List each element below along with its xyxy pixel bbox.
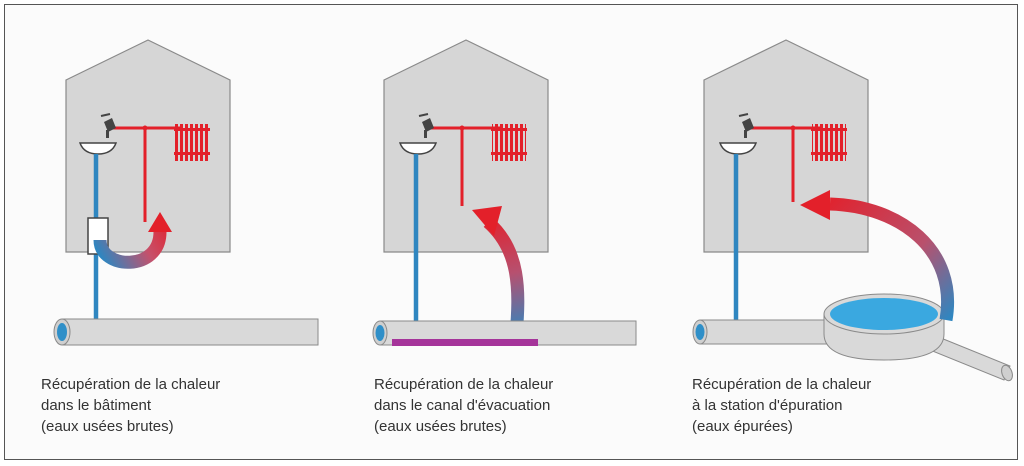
panel-sewer [372,39,637,346]
panel-building [53,39,319,346]
caption-line: dans le canal d'évacuation [374,397,551,414]
caption-line: dans le bâtiment [41,397,152,414]
caption-line: (eaux usées brutes) [374,418,507,435]
faucet-icon [738,113,754,138]
caption-building: Récupération de la chaleur dans le bâtim… [41,374,341,437]
caption-line: Récupération de la chaleur [41,376,221,393]
sewer-pipe-icon [53,318,319,346]
house-icon [65,39,231,253]
caption-line: (eaux usées brutes) [41,418,174,435]
sewer-pipe-icon [692,319,841,345]
caption-sewer: Récupération de la chaleur dans le canal… [374,374,674,437]
caption-treatment-plant: Récupération de la chaleur à la station … [692,374,992,437]
radiator-icon [491,124,527,161]
house-icon [383,39,549,253]
hot-water-pipe [430,126,500,206]
heat-flow-arrow-icon [829,197,954,322]
faucet-icon [100,113,116,138]
heat-flow-arrow-icon [93,231,167,269]
sewer-pipe-icon [372,320,637,346]
hot-water-pipe [750,126,820,202]
radiator-icon [811,124,847,161]
caption-line: à la station d'épuration [692,397,843,414]
caption-line: Récupération de la chaleur [692,376,872,393]
faucet-icon [418,113,434,138]
radiator-icon [174,124,210,161]
caption-line: (eaux épurées) [692,418,793,435]
treatment-basin-icon [823,293,945,361]
caption-line: Récupération de la chaleur [374,376,554,393]
panel-treatment-plant [692,39,1013,382]
